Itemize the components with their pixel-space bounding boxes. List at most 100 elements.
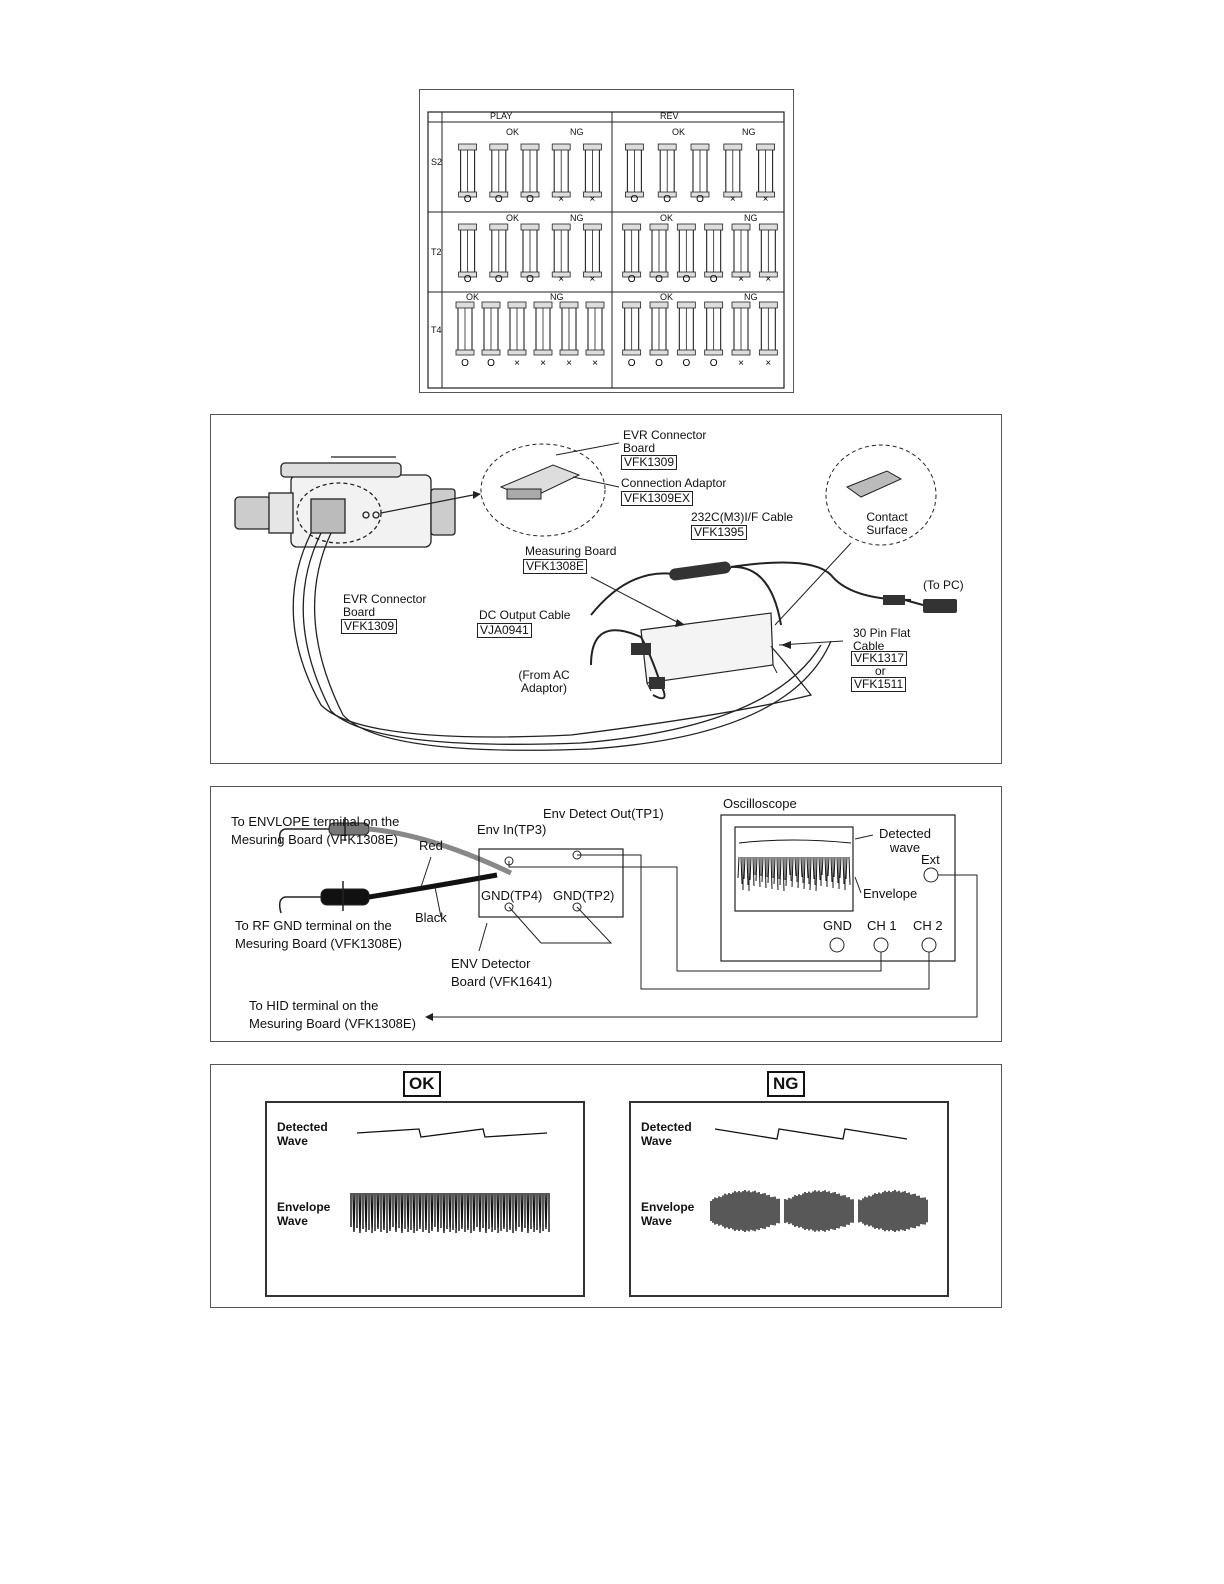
scope-bar bbox=[824, 856, 827, 882]
thirty-pin-flat-cable-label: 30 Pin Flat Cable bbox=[853, 626, 911, 653]
s2-rev-ng: NG bbox=[742, 127, 756, 137]
ok-envelope-bar bbox=[365, 1192, 368, 1233]
head-drawing bbox=[585, 301, 605, 356]
result-mark: O bbox=[631, 194, 639, 205]
scope-bar bbox=[839, 856, 842, 879]
head-drawing bbox=[458, 143, 477, 198]
ok-envelope-bar bbox=[497, 1192, 500, 1234]
ok-envelope-bar bbox=[437, 1192, 440, 1231]
result-mark: O bbox=[464, 274, 472, 285]
ok-envelope-bar bbox=[359, 1192, 362, 1232]
ok-envelope-bar bbox=[503, 1192, 506, 1228]
result-mark: × bbox=[566, 358, 572, 369]
row-t4-label: T4 bbox=[431, 325, 442, 335]
head-drawing bbox=[676, 223, 696, 278]
head-drawing bbox=[723, 143, 743, 198]
t4-rev-ok: OK bbox=[660, 292, 674, 302]
t4-play-ok: OK bbox=[466, 292, 480, 302]
result-mark: × bbox=[514, 358, 520, 369]
result-mark: O bbox=[495, 194, 503, 205]
to-envlope-line1: To ENVLOPE terminal on the bbox=[231, 814, 400, 829]
t4-play-ng: NG bbox=[550, 292, 564, 302]
result-mark: O bbox=[526, 274, 534, 285]
scope-bar bbox=[785, 856, 788, 887]
head-drawing bbox=[649, 301, 669, 356]
result-mark: O bbox=[696, 194, 704, 205]
scope-bar bbox=[779, 856, 782, 886]
vja0941-label: VJA0941 bbox=[477, 623, 532, 638]
result-mark: × bbox=[558, 194, 564, 205]
s2-play-ng: NG bbox=[570, 127, 584, 137]
result-mark: O bbox=[655, 274, 663, 285]
head-drawing bbox=[458, 223, 477, 278]
ok-envelope-bar bbox=[383, 1192, 386, 1229]
result-mark: O bbox=[682, 358, 690, 369]
result-mark: × bbox=[738, 358, 744, 369]
head-drawing bbox=[731, 301, 751, 356]
scope-bar bbox=[803, 856, 806, 890]
ok-envelope-bar bbox=[377, 1192, 380, 1228]
head-drawing bbox=[704, 301, 724, 356]
ok-envelope-label: Envelope bbox=[277, 1200, 331, 1214]
gnd-tp4-label: GND(TP4) bbox=[481, 888, 543, 903]
ok-envelope-bar bbox=[509, 1192, 512, 1229]
ok-detected-label: Detected bbox=[277, 1120, 328, 1134]
scope-bar bbox=[833, 856, 836, 878]
red-label: Red bbox=[419, 838, 443, 853]
head-drawing bbox=[551, 143, 571, 198]
result-mark: O bbox=[464, 194, 472, 205]
or-label: or bbox=[875, 664, 886, 678]
head-drawing bbox=[582, 223, 602, 278]
head-drawing bbox=[582, 143, 602, 198]
env-detector-line1: ENV Detector bbox=[451, 956, 531, 971]
scope-bar bbox=[746, 856, 749, 886]
scope-bar bbox=[743, 856, 746, 880]
ch1-label: CH 1 bbox=[867, 918, 897, 933]
ext-label: Ext bbox=[921, 852, 940, 867]
t2-rev-ok: OK bbox=[660, 213, 674, 223]
head-drawing bbox=[489, 223, 509, 278]
head-drawing bbox=[690, 143, 710, 198]
head-drawing bbox=[756, 143, 776, 198]
head-drawing bbox=[731, 223, 751, 278]
ng-screen bbox=[629, 1101, 949, 1297]
ng-detected-wave bbox=[714, 1128, 908, 1140]
ng-envelope-wave bbox=[710, 1190, 928, 1232]
head-drawing bbox=[533, 301, 553, 356]
ok-envelope-bar bbox=[413, 1192, 416, 1234]
ok-envelope-bar bbox=[395, 1192, 398, 1231]
result-mark: O bbox=[655, 358, 663, 369]
ok-envelope-bar bbox=[485, 1192, 488, 1232]
scope-bar bbox=[773, 856, 776, 885]
head-drawing bbox=[676, 301, 696, 356]
probe-red-icon bbox=[278, 817, 513, 876]
env-in-label: Env In(TP3) bbox=[477, 822, 547, 837]
scope-bar bbox=[845, 856, 848, 880]
dc-output-cable-label: DC Output Cable bbox=[479, 608, 571, 622]
from-ac-adaptor-label: (From AC Adaptor) bbox=[518, 668, 570, 695]
head-drawing bbox=[649, 223, 669, 278]
ok-envelope-bar bbox=[467, 1192, 470, 1229]
row-t2-label: T2 bbox=[431, 247, 442, 257]
col-play-label: PLAY bbox=[490, 111, 513, 121]
vfk1308e-label: VFK1308E bbox=[523, 559, 588, 574]
result-mark: × bbox=[730, 194, 736, 205]
vfk1309-bottom-label: VFK1309 bbox=[341, 619, 398, 634]
scope-bar bbox=[830, 856, 833, 883]
vfk1511-label: VFK1511 bbox=[851, 677, 907, 692]
t4-rev-ng: NG bbox=[744, 292, 758, 302]
head-drawing bbox=[481, 301, 501, 356]
ok-envelope-bar bbox=[443, 1192, 446, 1232]
scope-bar bbox=[809, 856, 812, 891]
t2-play-ok: OK bbox=[506, 213, 520, 223]
head-drawing bbox=[758, 301, 778, 356]
env-detector-drawing bbox=[278, 814, 978, 1021]
ok-envelope-bar bbox=[533, 1192, 536, 1233]
result-mark: × bbox=[589, 274, 595, 285]
result-mark: O bbox=[495, 274, 503, 285]
scope-bar bbox=[776, 856, 779, 891]
ok-envelope-bar bbox=[473, 1192, 476, 1230]
ok-detected-wave-label: Wave bbox=[277, 1134, 308, 1148]
scope-bar bbox=[782, 856, 785, 892]
